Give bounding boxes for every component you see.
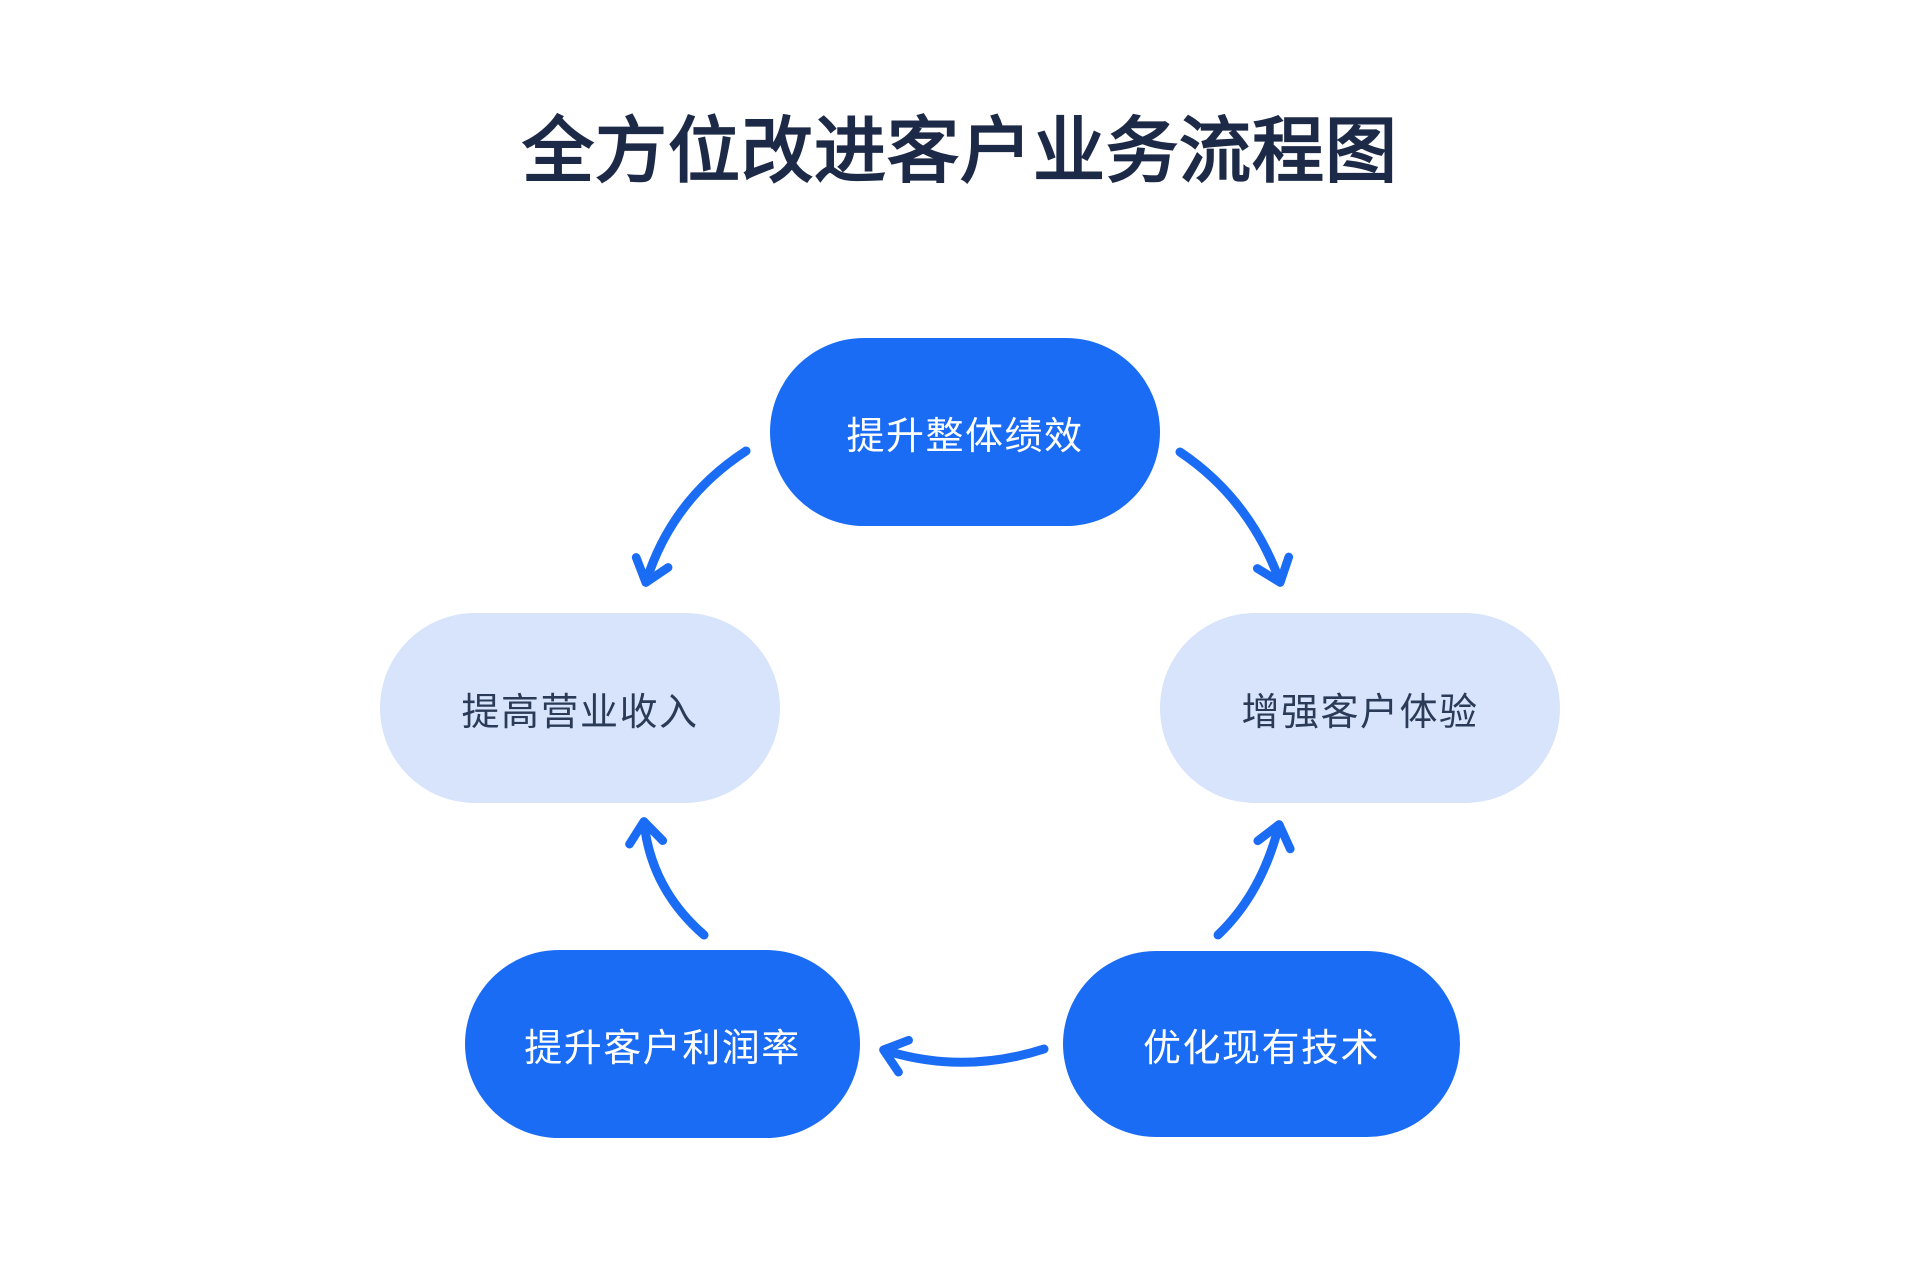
node-label: 优化现有技术 [1142, 1027, 1380, 1070]
node-improve-customer-profit-margin: 提升客户利润率 [465, 950, 860, 1138]
page-title: 全方位改进客户业务流程图 [521, 112, 1398, 192]
node-increase-revenue: 提高营业收入 [380, 613, 780, 803]
node-label: 提升整体绩效 [846, 415, 1084, 458]
node-label: 增强客户体验 [1241, 691, 1479, 734]
node-label: 提升客户利润率 [524, 1027, 801, 1070]
node-enhance-customer-experience: 增强客户体验 [1160, 613, 1560, 803]
arrow-bottomright-to-right [1213, 820, 1295, 940]
node-label: 提高营业收入 [461, 691, 699, 734]
arrow-bottomleft-to-left [625, 817, 709, 940]
node-improve-overall-performance: 提升整体绩效 [770, 338, 1160, 526]
arrow-top-to-left [631, 446, 751, 587]
node-optimize-existing-technology: 优化现有技术 [1063, 951, 1460, 1137]
arrow-top-to-right [1175, 447, 1294, 587]
arrow-bottomright-to-bottomleft [879, 1035, 1049, 1077]
